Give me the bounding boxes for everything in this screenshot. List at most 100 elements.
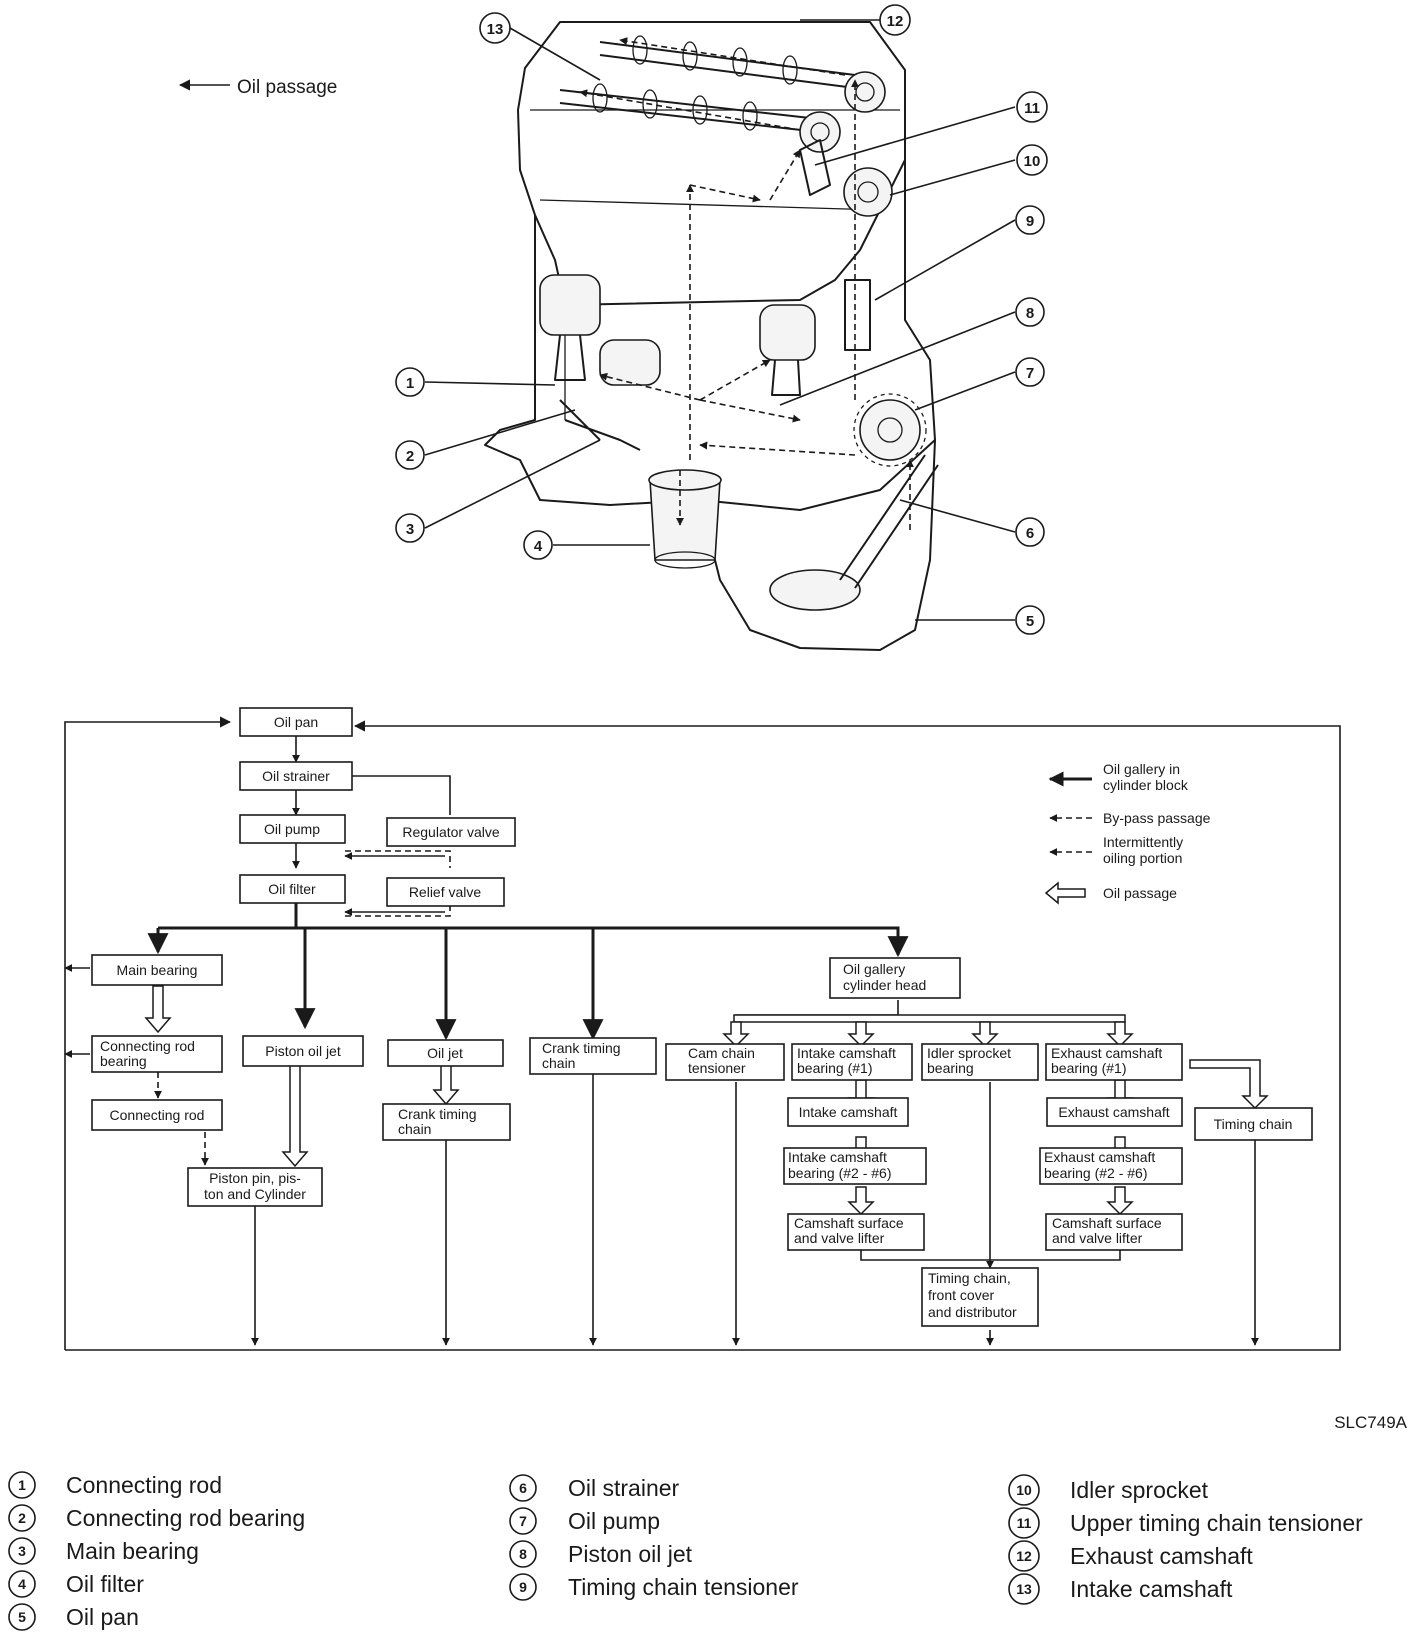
svg-text:Oil gallery in: Oil gallery in bbox=[1103, 761, 1180, 777]
box-piston-oil-jet: Piston oil jet bbox=[242, 1035, 364, 1067]
svg-text:Oil strainer: Oil strainer bbox=[568, 1475, 680, 1501]
svg-text:Connecting rod: Connecting rod bbox=[100, 1038, 195, 1054]
svg-text:Main bearing: Main bearing bbox=[117, 962, 198, 978]
box-oil-gallery-head: Oil gallery cylinder head bbox=[829, 957, 961, 999]
svg-text:Timing chain,: Timing chain, bbox=[928, 1270, 1011, 1286]
svg-text:Idler sprocket: Idler sprocket bbox=[927, 1045, 1011, 1061]
svg-text:13: 13 bbox=[487, 21, 504, 38]
svg-text:ton and Cylinder: ton and Cylinder bbox=[204, 1186, 306, 1202]
svg-text:Regulator valve: Regulator valve bbox=[402, 824, 499, 840]
cylinder-head-outline bbox=[517, 21, 906, 306]
box-crank-timing-chain-b: Crank timing chain bbox=[382, 1103, 511, 1141]
svg-text:9: 9 bbox=[1026, 213, 1034, 230]
svg-text:By-pass passage: By-pass passage bbox=[1103, 810, 1211, 826]
box-crank-timing-chain-a: Crank timing chain bbox=[529, 1037, 657, 1075]
svg-text:7: 7 bbox=[519, 1513, 527, 1529]
callout-2: 2 bbox=[395, 440, 425, 470]
piston-right bbox=[759, 304, 816, 396]
svg-text:1: 1 bbox=[18, 1477, 26, 1493]
svg-text:Oil pan: Oil pan bbox=[274, 714, 318, 730]
callout-13: 13 bbox=[479, 12, 511, 44]
oil-filter bbox=[648, 469, 722, 569]
svg-text:bearing: bearing bbox=[927, 1060, 974, 1076]
svg-text:Oil gallery: Oil gallery bbox=[843, 961, 905, 977]
svg-text:2: 2 bbox=[406, 448, 414, 465]
box-oil-pan: Oil pan bbox=[239, 707, 353, 737]
svg-text:10: 10 bbox=[1024, 153, 1041, 170]
svg-text:12: 12 bbox=[887, 13, 904, 30]
svg-text:Oil filter: Oil filter bbox=[268, 881, 316, 897]
callout-6: 6 bbox=[1015, 517, 1045, 547]
svg-text:bearing (#2 - #6): bearing (#2 - #6) bbox=[1044, 1165, 1148, 1181]
svg-text:10: 10 bbox=[1016, 1482, 1032, 1498]
svg-text:Oil pump: Oil pump bbox=[264, 821, 320, 837]
svg-text:2: 2 bbox=[18, 1510, 26, 1526]
box-oil-jet: Oil jet bbox=[387, 1039, 504, 1067]
callout-12: 12 bbox=[879, 4, 911, 36]
svg-text:Upper timing chain tensioner: Upper timing chain tensioner bbox=[1070, 1510, 1363, 1536]
svg-text:5: 5 bbox=[1026, 613, 1034, 630]
box-intake-camshaft: Intake camshaft bbox=[787, 1097, 909, 1127]
callout-4: 4 bbox=[523, 530, 553, 560]
callout-10: 10 bbox=[1016, 144, 1048, 176]
callout-9: 9 bbox=[1015, 205, 1045, 235]
box-exhaust-surface: Camshaft surface and valve lifter bbox=[1045, 1213, 1183, 1251]
callouts: 1 2 3 4 5 6 7 8 9 10 11 12 13 bbox=[395, 4, 1048, 635]
callout-1: 1 bbox=[395, 367, 425, 397]
svg-text:bearing (#2 - #6): bearing (#2 - #6) bbox=[788, 1165, 892, 1181]
svg-text:chain: chain bbox=[398, 1121, 431, 1137]
svg-text:Exhaust camshaft: Exhaust camshaft bbox=[1070, 1543, 1253, 1569]
box-main-bearing: Main bearing bbox=[91, 954, 223, 986]
svg-text:oiling portion: oiling portion bbox=[1103, 850, 1182, 866]
svg-text:Oil pump: Oil pump bbox=[568, 1508, 660, 1534]
oil-strainer bbox=[769, 454, 939, 611]
key-item-7: 7 Oil pump bbox=[509, 1507, 660, 1535]
svg-text:Cam chain: Cam chain bbox=[688, 1045, 755, 1061]
svg-text:cylinder head: cylinder head bbox=[843, 977, 926, 993]
svg-text:13: 13 bbox=[1016, 1581, 1032, 1597]
svg-text:Main bearing: Main bearing bbox=[66, 1538, 199, 1564]
box-timing-front-cover: Timing chain, front cover and distributo… bbox=[921, 1267, 1039, 1327]
figure-code: SLC749A bbox=[1334, 1413, 1407, 1432]
svg-text:4: 4 bbox=[18, 1576, 26, 1592]
svg-text:9: 9 bbox=[519, 1579, 527, 1595]
piston-mid bbox=[599, 339, 661, 386]
box-intake-surface: Camshaft surface and valve lifter bbox=[787, 1213, 925, 1251]
callout-11: 11 bbox=[1016, 91, 1048, 123]
box-conrod-bearing: Connecting rod bearing bbox=[91, 1035, 223, 1073]
box-oil-filter: Oil filter bbox=[239, 874, 346, 904]
timing-chain-tensioner bbox=[844, 279, 871, 351]
box-exhaust-cam-bearing-2-6: Exhaust camshaft bearing (#2 - #6) bbox=[1039, 1147, 1183, 1185]
return-loop bbox=[64, 716, 232, 1350]
svg-text:Idler sprocket: Idler sprocket bbox=[1070, 1477, 1209, 1503]
svg-text:bearing (#1): bearing (#1) bbox=[1051, 1060, 1127, 1076]
svg-text:bearing (#1): bearing (#1) bbox=[797, 1060, 873, 1076]
key-item-10: 10 Idler sprocket bbox=[1008, 1474, 1209, 1506]
callout-7: 7 bbox=[1015, 357, 1045, 387]
callout-3: 3 bbox=[395, 513, 425, 543]
box-connecting-rod: Connecting rod bbox=[91, 1099, 223, 1131]
svg-text:1: 1 bbox=[406, 375, 414, 392]
box-piston-pin: Piston pin, pis- ton and Cylinder bbox=[187, 1167, 323, 1207]
svg-text:Oil strainer: Oil strainer bbox=[262, 768, 330, 784]
svg-text:Exhaust camshaft: Exhaust camshaft bbox=[1058, 1104, 1169, 1120]
svg-text:Connecting rod bearing: Connecting rod bearing bbox=[66, 1505, 305, 1531]
flow-legend: Oil gallery in cylinder block By-pass pa… bbox=[1044, 761, 1211, 905]
svg-text:8: 8 bbox=[519, 1546, 527, 1562]
piston-left bbox=[539, 274, 601, 381]
box-oil-pump: Oil pump bbox=[239, 814, 346, 844]
upper-timing-chain-tensioner bbox=[799, 139, 831, 196]
intake-camshaft bbox=[559, 89, 841, 153]
svg-text:Oil pan: Oil pan bbox=[66, 1604, 139, 1630]
box-relief-valve: Relief valve bbox=[386, 877, 505, 907]
svg-text:Crank timing: Crank timing bbox=[542, 1040, 621, 1056]
